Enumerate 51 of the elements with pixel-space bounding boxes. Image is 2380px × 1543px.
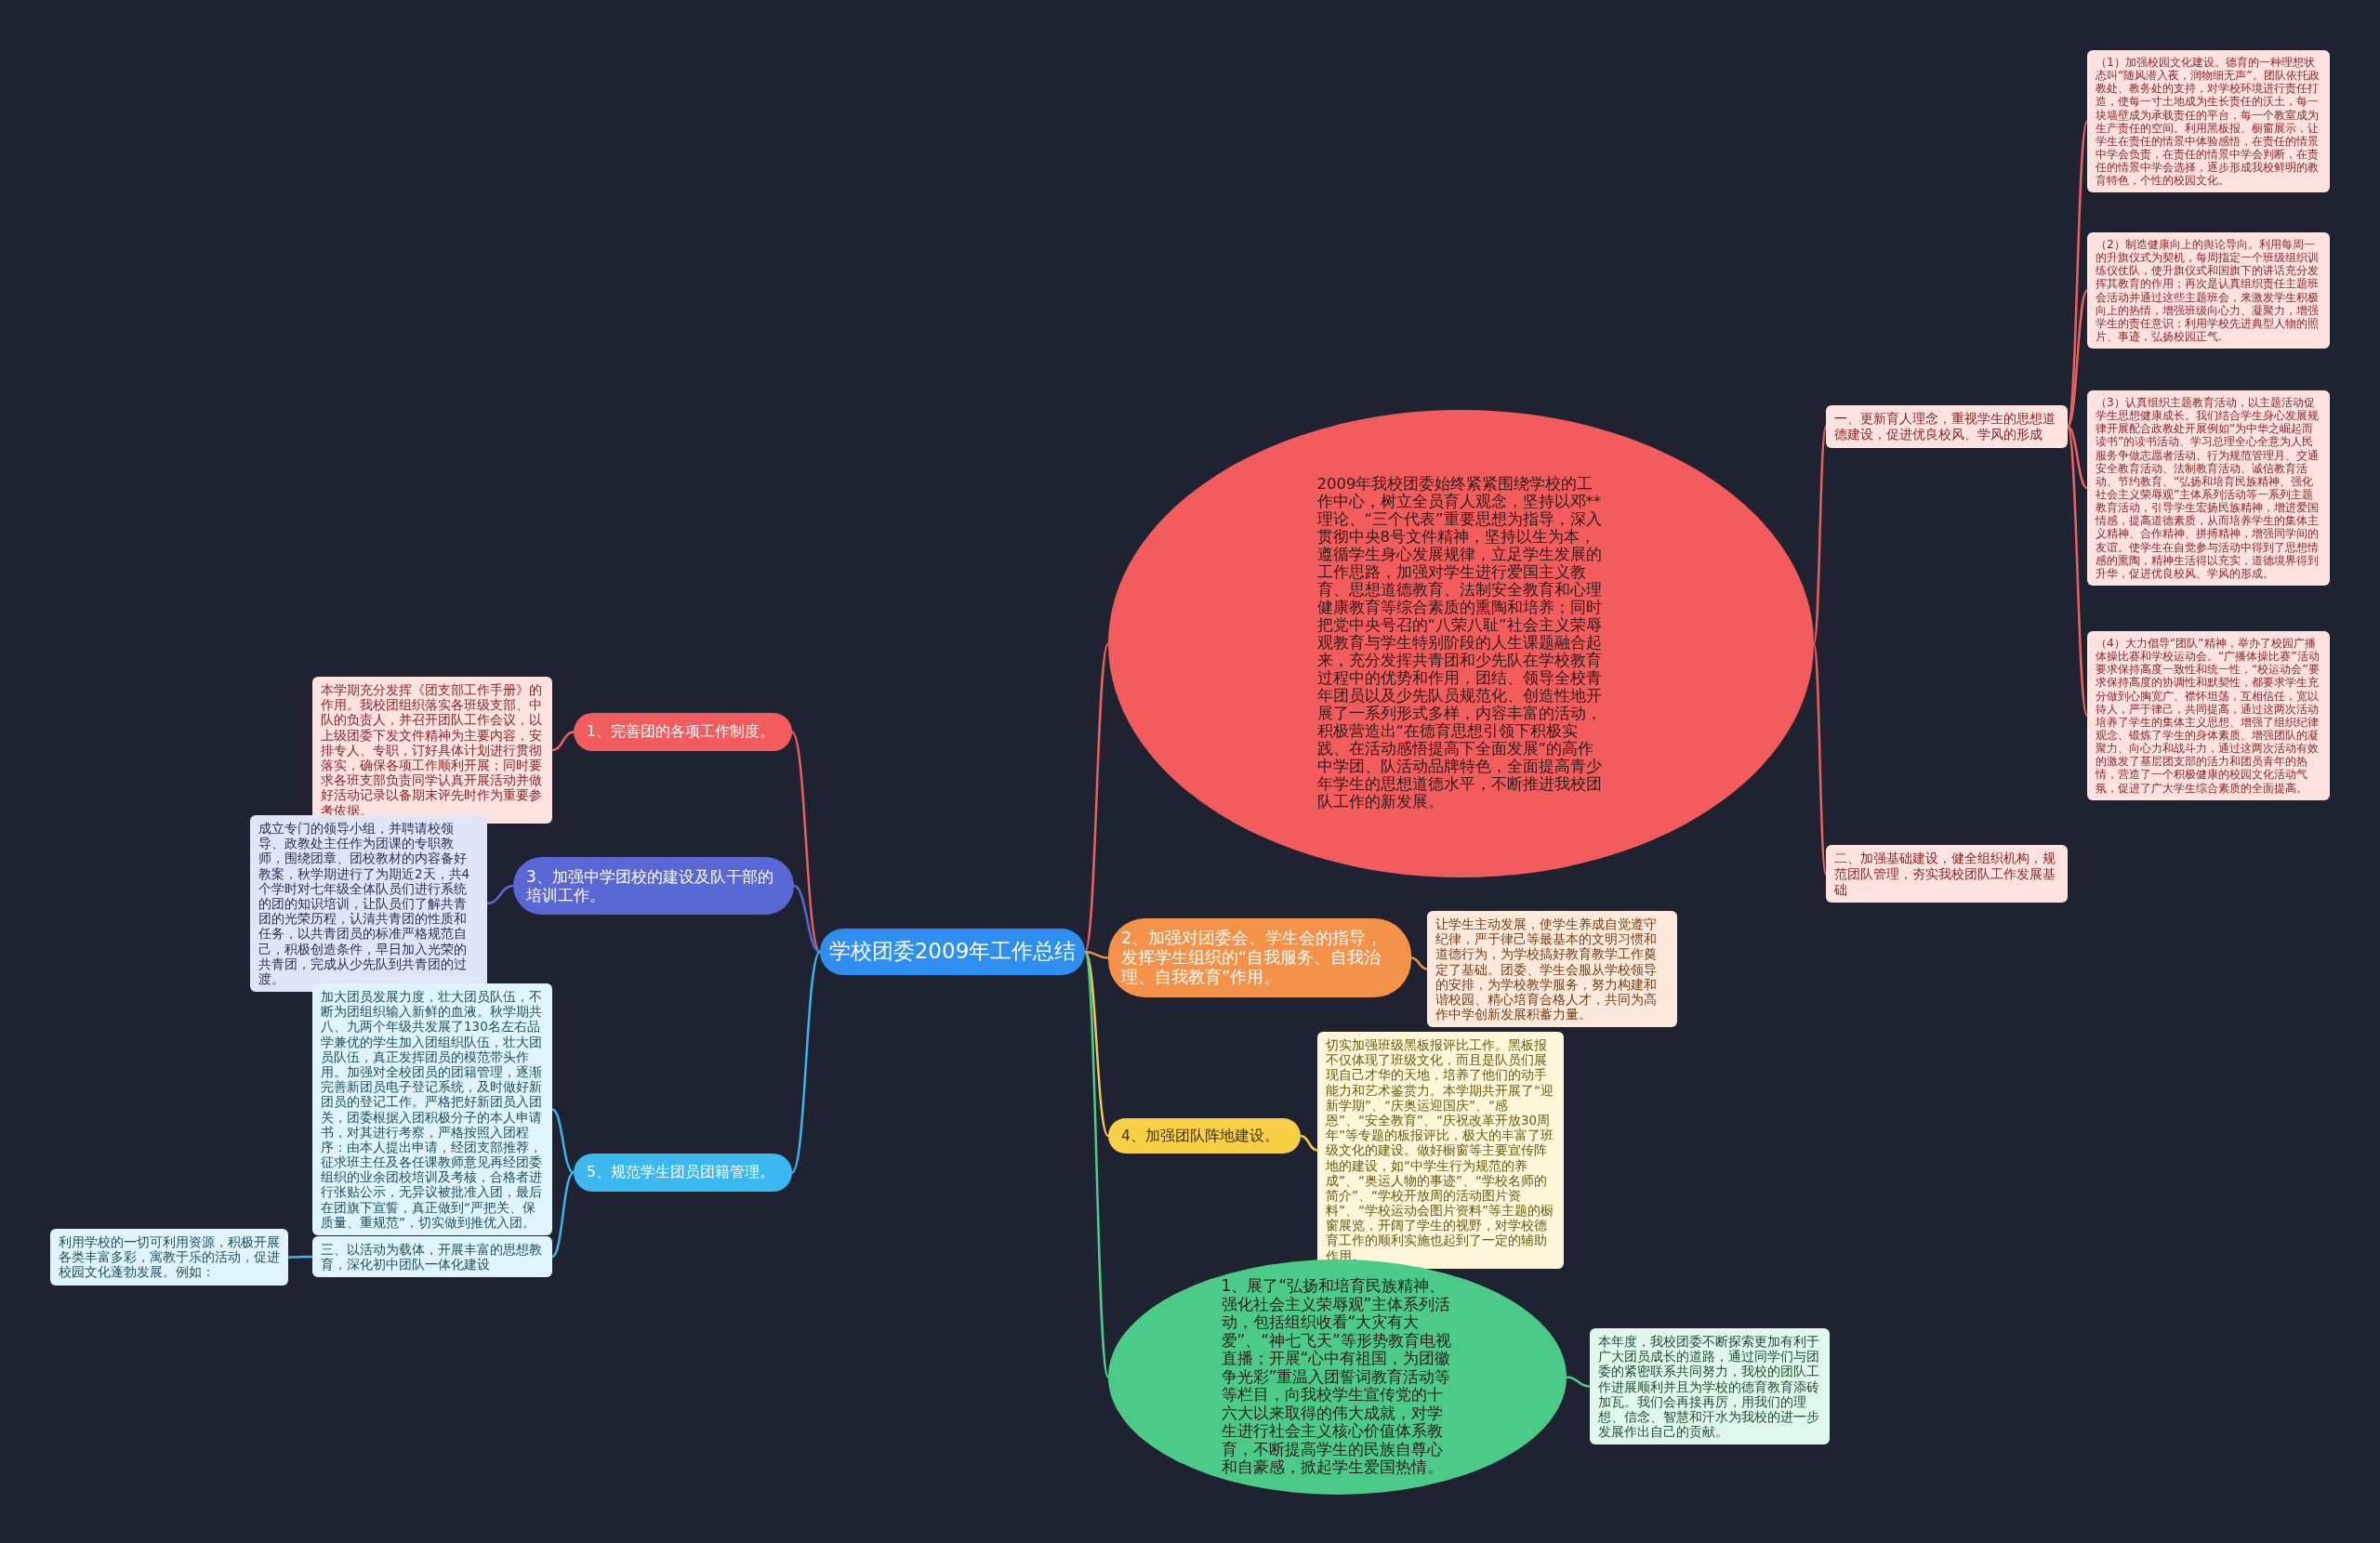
connector-line	[791, 951, 821, 1174]
connector-line	[1084, 951, 1109, 1137]
connector-line	[551, 731, 575, 752]
branch-pill	[574, 713, 792, 751]
connector-line	[1812, 643, 1828, 875]
note-text: （4）大力倡导“团队”精神，举办了校园广播体操比赛和学校运动会。“广播体操比赛”活动要求保持高度一致性和统一性，“校运动会”要求保持高度的协调性和默契性，都要求学生充分做到心胸宽广、襟怀坦荡，互相信任，宽以待人，严于律己，共同提高，通过这两次活动培养了学生的集体主义思想、增强了组织纪律观念、锻炼了学生的身体素质、增强团队的凝聚力、向心力和战斗力，通过这两次活动有效的激发了基层团支部的活力和团员青年的热情，营造了一个积极健康的校园文化活动气氛，促进了广大学生综合素质的全面提高。	[2096, 637, 2320, 795]
connector-line	[2067, 289, 2088, 428]
connector-line	[1084, 950, 1109, 959]
note-text: 一、更新育人理念，重视学生的思想道德建设，促进优良校风、学风的形成	[1834, 411, 2056, 442]
branch-label: 5、规范学生团员团籍管理。	[587, 1164, 774, 1181]
connector-line	[2066, 426, 2089, 717]
note-text: （1）加强校园文化建设。德育的一种理想状态叫“随风潜入夜，润物细无声”。团队依托政教处、教务处的支持，对学校环境进行责任打造，使每一寸土地成为生长责任的沃土，每一块墙壁成为承载责任的平台，每一个教室成为生产责任的空间。利用黑板报、橱窗展示，让学生在责任的情景中体验感悟，在责任的情景中学会负责，在责任的情景中学会判断，在责任的情景中学会选择，逐步形成我校鲜明的教育特色，个性的校园文化。	[2096, 56, 2320, 188]
note-text: 加大团员发展力度，壮大团员队伍，不断为团组织输入新鲜的血液。秋学期共八、九两个年级共发展了130名左右品学兼优的学生加入团组织队伍，壮大团员队伍，真正发挥团员的模范带头作用。加强对全校团员的团籍管理，逐渐完善新团员电子登记系统，及时做好新团员的登记工作。严格把好新团员入团关，团委根据入团积极分子的本人申请书，对其进行考察，严格按照入团程序：由本人提出申请，经团支部推荐，征求班主任及各任课教师意见再经团委组织的业余团校培训及考核，合格者进行张贴公示，无异议被批准入团，最后在团旗下宣誓，真正做到“严把关、保质量、重规范”，切实做到推优入团。	[321, 989, 543, 1230]
connector-line	[1300, 1134, 1318, 1152]
connector-line	[2067, 425, 2088, 490]
branch-label: 1、完善团的各项工作制度。	[587, 723, 774, 741]
topic-title: 学校团委2009年工作总结	[828, 939, 1077, 965]
branch-label: 4、加强团队阵地建设。	[1121, 1127, 1279, 1145]
ellipse-text: 2009年我校团委始终紧紧围绕学校的工作中心，树立全员育人观念，坚持以邓**理论、“三个代表”重要思想为指导，深入贯彻中央8号文件精神，坚持以生为本，遵循学生身心发展规律，立足学生发展的工作思路，加强对学生进行爱国主义教育、思想道德教育、法制安全教育和心理健康教育等综合素质的熏陶和培养；同时把党中央号召的“八荣八耻”社会主义荣辱观教育与学生特别阶段的人生课题融合起来，充分发挥共青团和少先队在学校教育过程中的优势和作用，团结、领导全校青年团员以及少先队员规范化、创造性地开展了一系列形式多样，内容丰富的活动，积极营造出“在德育思想引领下积极实践、在活动感悟提高下全面发展”的高作中学团、队活动品牌特色，全面提高青少年学生的思想道德水平，不断推进我校团队工作的新发展。	[1316, 476, 1603, 811]
note-card	[2087, 232, 2330, 349]
central-topic	[820, 929, 1085, 975]
note-card	[50, 1229, 288, 1286]
branch-pill	[574, 1154, 792, 1192]
note-text: 让学生主动发展，使学生养成自觉遵守纪律，严于律己等最基本的文明习惯和道德行为，为学校搞好教育教学工作奠定了基础。团委、学生会服从学校领导的安排，为学校教学服务，努力构建和谐校园、精心培育合格人才，共同为高作中学创新发展积蓄力量。	[1435, 917, 1658, 1022]
branch-label: 3、加强中学团校的建设及队干部的培训工作。	[526, 866, 774, 905]
connector-line	[1083, 951, 1110, 1378]
note-text: 利用学校的一切可利用资源，积极开展各类丰富多彩，寓教于乐的活动，促进校园文化蓬勃发展。例如：	[59, 1234, 280, 1280]
branch-label: 2、加强对团委会、学生会的指导，发挥学生组织的“自我服务、自我治理、自我教育”作用。	[1121, 929, 1384, 987]
ellipse-text: 1、展了“弘扬和培育民族精神、强化社会主义荣辱观”主体系列活动，包括组织收看“大灾有大爱”、“神七飞天”等形势教育电视直播；开展“心中有祖国，为团徽争光彩”重温入团誓词教育活动等等栏目，向我校学生宣传党的十六大以来取得的伟大成就，对学生进行社会主义核心价值体系教育，不断提高学生的民族自尊心和自豪感，掀起学生爱国热情。	[1221, 1277, 1452, 1477]
connector-line	[1566, 1376, 1591, 1388]
connector-line	[1410, 956, 1428, 970]
connector-line	[793, 884, 821, 954]
branch-pill	[1108, 1118, 1301, 1154]
connector-line	[1083, 643, 1110, 953]
connector-line	[486, 884, 514, 905]
connector-line	[288, 1255, 312, 1259]
note-text: （3）认真组织主题教育活动，以主题活动促学生思想健康成长。我们结合学生身心发展规律开展配合政教处开展例如“为中华之崛起而读书”的读书活动、学习总理全心全意为人民服务争做志愿者活动、行为规范管理月、交通安全教育活动、法制教育活动、诚信教育活动、节约教育、“弘扬和培育民族精神、强化社会主义荣辱观”主体系列活动等一系列主题教育活动，引导学生宏扬民族精神，增进爱国情感，提高道德素质，从而培养学生的集体主义精神、合作精神、拼搏精神，增强同学间的友谊。使学生在自觉参与活动中得到了思想情感的熏陶，精神生活得以充实，道德境界得到升华，促进优良校风、学风的形成。	[2096, 396, 2320, 580]
note-card	[1590, 1328, 1830, 1445]
connector-line	[791, 731, 821, 953]
note-card	[1826, 845, 2068, 903]
note-text: 三、以活动为载体，开展丰富的思想教育，深化初中团队一体化建设	[321, 1242, 543, 1273]
note-text: （2）制造健康向上的舆论导向。利用每周一的升旗仪式为契机，每周指定一个班级组织训练仪仗队，使升旗仪式和国旗下的讲话充分发挥其教育的作用；再次是认真组织责任主题班会活动并通过这些主题班会，来激发学生积极向上的热情，增强班级向心力、凝聚力，增强学生的责任意识；利用学校先进典型人物的照片、事迹，弘扬校园正气.	[2096, 238, 2320, 344]
note-card	[1826, 405, 2068, 448]
note-card	[312, 1236, 552, 1278]
connector-line	[1812, 426, 1828, 644]
note-card	[1427, 911, 1677, 1028]
note-text: 成立专门的领导小组，并聘请校领导、政教处主任作为团课的专职教师，围绕团章、团校教材的内容备好教案，秋学期进行了为期近2天，共4个学时对七年级全体队员们进行系统的团的知识培训，让队员们了解共青团的光荣历程，认清共青团的性质和任务，以共青团员的标准严格规范自己，积极创造条件，早日加入光荣的共青团，完成从少先队到共青团的过渡。	[258, 821, 471, 987]
note-text: 本年度，我校团委不断探索更加有利于广大团员成长的道路，通过同学们与团委的紧密联系共同努力，我校的团队工作进展顺利并且为学校的德育教育添砖加瓦。我们会再接再厉，用我们的理想、信念、智慧和汗水为我校的进一步发展作出自己的贡献。	[1598, 1334, 1820, 1440]
connector-line	[551, 1108, 575, 1174]
connector-line	[551, 1171, 575, 1259]
note-text: 二、加强基础建设，健全组织机构，规范团队管理，夯实我校团队工作发展基础	[1834, 851, 2056, 898]
